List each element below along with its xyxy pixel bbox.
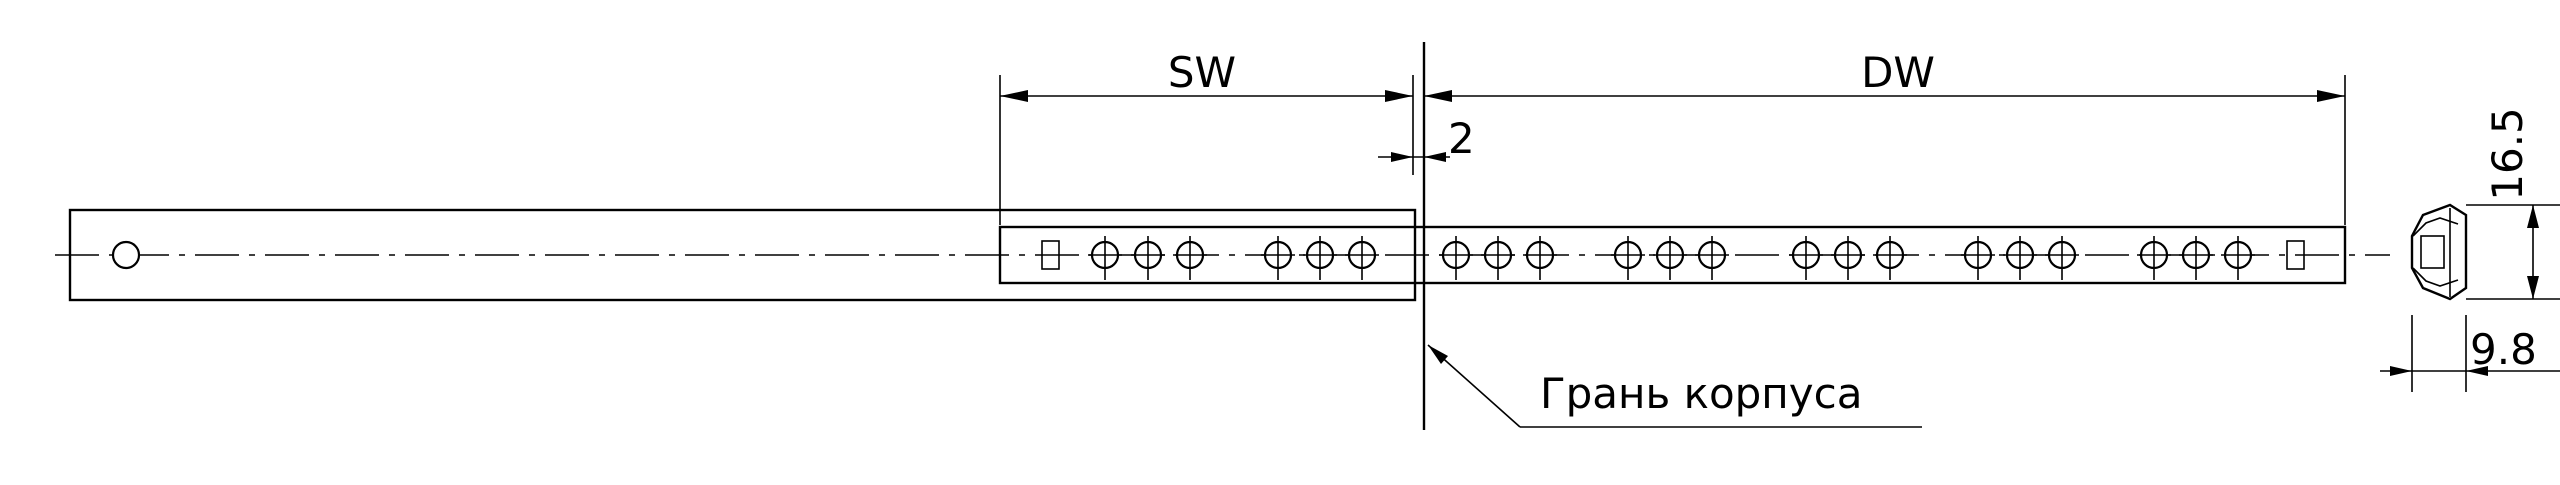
drawer-rail-hole (1261, 236, 1295, 280)
cabinet-rail-mount-hole (111, 240, 141, 270)
drawer-rail-hole (2137, 236, 2171, 280)
drawer-rail-hole (1961, 236, 1995, 280)
sw-arrow-left (1000, 90, 1028, 102)
dw-arrow-left (1424, 90, 1452, 102)
drawer-rail-stop-left (1041, 240, 1060, 270)
drawer-rail-hole (1611, 236, 1645, 280)
drawer-rail-hole (1523, 236, 1557, 280)
drawer-rail-holes (1088, 236, 2255, 280)
drawer-rail-hole (1831, 236, 1865, 280)
sw-label: SW (1168, 48, 1236, 97)
cross-section-inner-upper (2412, 217, 2459, 237)
drawer-rail-stop-right (2286, 240, 2305, 270)
cross-section-ball-cage (2420, 235, 2445, 269)
drawer-rail-hole (1088, 236, 1122, 280)
drawer-rail-hole (1173, 236, 1207, 280)
cross-section-outline (2410, 203, 2468, 301)
cross-section-inner-lower (2412, 267, 2459, 287)
drawer-rail-hole (1303, 236, 1337, 280)
gap-label: 2 (1448, 114, 1475, 163)
drawer-rail-hole (2003, 236, 2037, 280)
height-arrow-top (2527, 205, 2539, 228)
width-label: 9.8 (2470, 325, 2537, 374)
height-label: 16.5 (2483, 107, 2532, 201)
drawer-rail (998, 225, 2347, 285)
drawer-rail-hole (1131, 236, 1165, 280)
width-arrow-left (2390, 366, 2412, 376)
gap-arrow-left (1391, 152, 1413, 162)
height-arrow-bottom (2527, 276, 2539, 299)
slide-cross-section (2410, 203, 2468, 301)
cabinet-rail (68, 208, 1417, 302)
cabinet-edge-leader-arrow (1428, 345, 1448, 364)
drawer-rail-hole (1789, 236, 1823, 280)
gap-arrow-right (1424, 152, 1446, 162)
sw-arrow-right (1385, 90, 1413, 102)
drawer-rail-hole (2179, 236, 2213, 280)
drawer-rail-hole (1873, 236, 1907, 280)
drawer-rail-hole (1653, 236, 1687, 280)
cabinet-edge-label: Грань корпуса (1540, 369, 1862, 418)
drawer-rail-hole (1481, 236, 1515, 280)
drawer-rail-hole (2221, 236, 2255, 280)
dw-arrow-right (2317, 90, 2345, 102)
drawer-rail-hole (1439, 236, 1473, 280)
drawer-rail-hole (1345, 236, 1379, 280)
width-arrow-right (2466, 366, 2488, 376)
drawer-rail-hole (2045, 236, 2079, 280)
drawer-rail-hole (1695, 236, 1729, 280)
dw-label: DW (1861, 48, 1935, 97)
